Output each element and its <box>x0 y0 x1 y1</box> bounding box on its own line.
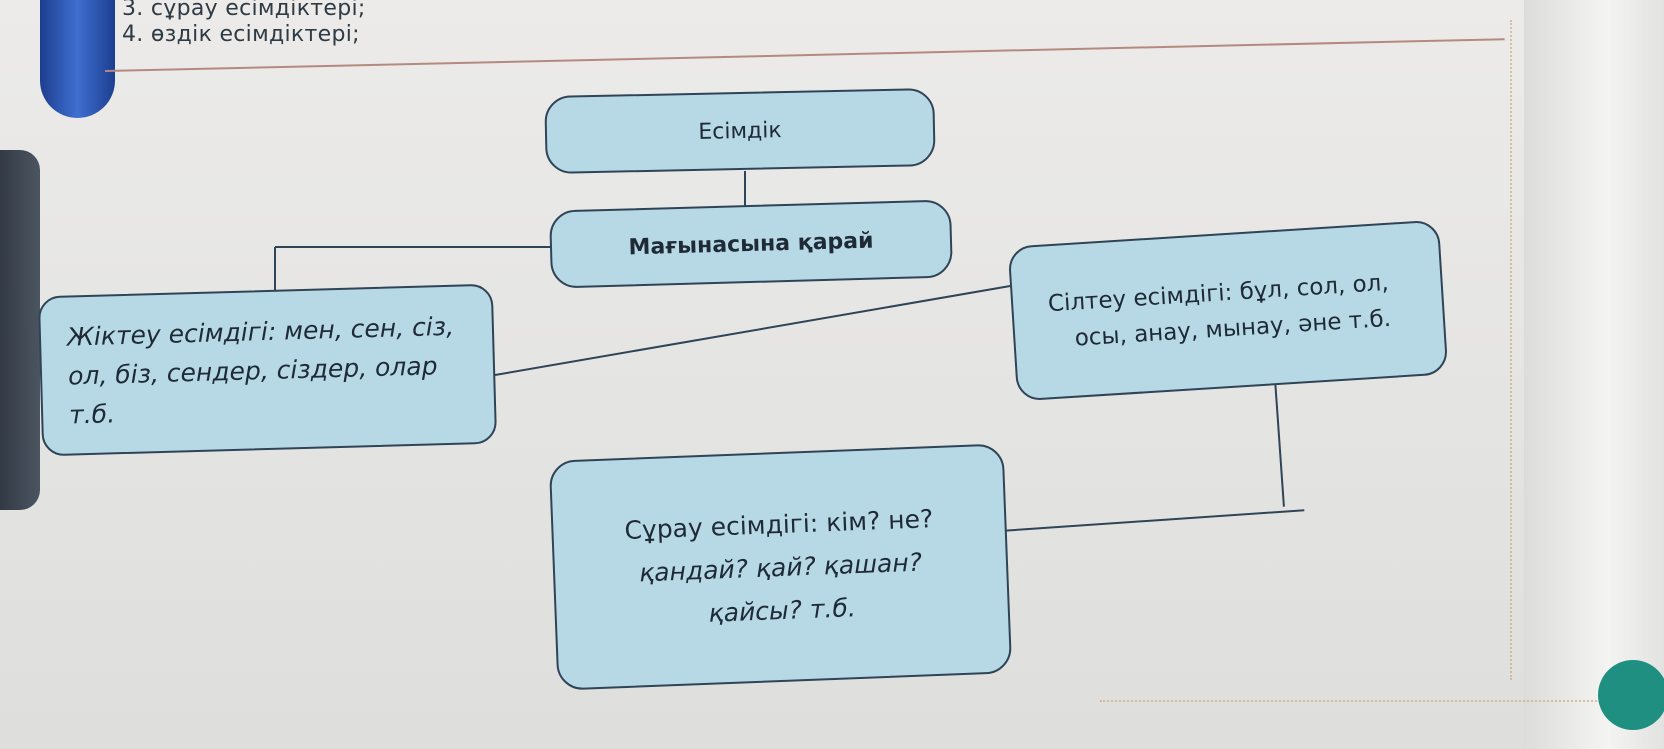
interrogative-line-3: қайсы? т.б. <box>708 592 857 628</box>
interrogative-line-2: қандай? қай? қашан? <box>638 547 923 587</box>
interrogative-pronoun-node: Сұрау есімдігі: кім? не? қандай? қай? қа… <box>548 443 1013 691</box>
background-object <box>0 150 40 510</box>
connector-sub-left <box>275 246 555 248</box>
list-item-3: 3. сұрау есімдіктері; <box>122 0 366 21</box>
personal-pronoun-node: Жіктеу есімдігі: мен, сен, сіз, ол, біз,… <box>37 283 498 457</box>
demonstrative-pronoun-node: Сілтеу есімдігі: бұл, сол, ол, осы, анау… <box>1007 219 1449 402</box>
connector-left-down <box>274 247 276 291</box>
diagram-root-node: Есімдік <box>544 87 936 175</box>
personal-line-1: Жіктеу есімдігі: мен, сен, сіз, <box>66 311 455 352</box>
diagram-category-node: Мағынасына қарай <box>548 199 954 289</box>
personal-line-2: ол, біз, сендер, сіздер, олар <box>67 350 438 391</box>
page-corner-tab <box>1598 660 1664 730</box>
list-item-4: 4. өздік есімдіктері; <box>122 22 360 47</box>
interrogative-line-1: Сұрау есімдігі: кім? не? <box>623 503 934 545</box>
category-node-label: Мағынасына қарай <box>628 228 874 260</box>
page-edge <box>1524 0 1664 749</box>
root-node-label: Есімдік <box>698 117 782 145</box>
dotted-margin-bottom <box>1100 700 1620 703</box>
demonstrative-line-2: осы, анау, мынау, әне т.б. <box>1073 305 1392 352</box>
personal-line-3: т.б. <box>68 398 116 430</box>
dotted-margin-right <box>1510 20 1513 680</box>
pen-cap <box>40 0 115 118</box>
